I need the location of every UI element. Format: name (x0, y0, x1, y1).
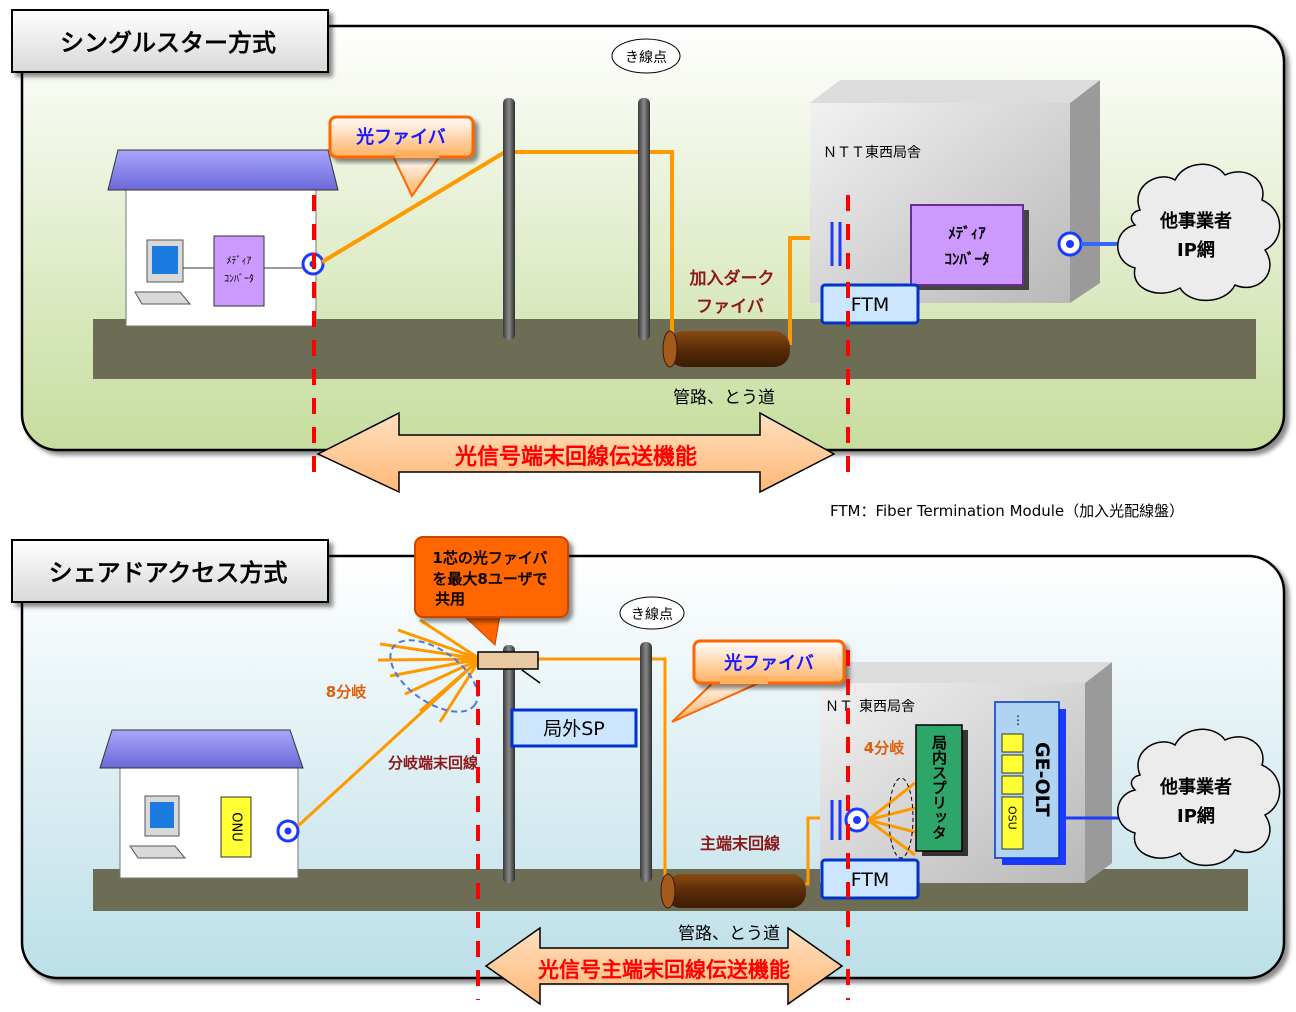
bottom-arrow-label: 光信号主端末回線伝送機能 (537, 958, 790, 982)
top-double-arrow (316, 411, 836, 494)
bottom-office-label-rest: 東西局舎 (859, 699, 915, 715)
bottom-ftm-label: FTM (851, 869, 890, 891)
sharing-callout: 1芯の光ファイバ を最大8ユーザで 共用 (414, 536, 569, 647)
bottom-pole-1 (503, 645, 515, 883)
top-conduit-pipe (668, 331, 790, 367)
outside-sp-box (510, 708, 638, 748)
split4-label: 4分岐 (864, 739, 905, 757)
branch-line (296, 657, 482, 828)
office-converter-line1: ﾒﾃﾞｨｱ (948, 224, 986, 242)
inner-splitter-label: 局内スプリッタ (930, 735, 948, 840)
bottom-pole-label-bubble (619, 596, 685, 630)
house-converter-line2: ｺﾝﾊﾞｰﾀ (224, 273, 254, 285)
outside-sp-label: 局外SP (543, 718, 605, 740)
top-title: シングルスター方式 (60, 29, 276, 57)
pc-icon (134, 239, 192, 305)
top-pole-label-bubble (611, 38, 681, 74)
top-title-box (11, 9, 329, 73)
callout-line1: 1芯の光ファイバ (432, 549, 547, 567)
olt-dots: ⋮ (1012, 713, 1024, 727)
top-conduit-label: 管路、とう道 (673, 388, 775, 408)
bottom-cloud-line1: 他事業者 (1159, 776, 1232, 798)
split8-label: 8分岐 (326, 683, 367, 701)
split4-ellipse (888, 777, 914, 859)
bottom-title-box (11, 539, 329, 603)
office-converter-line2: ｺﾝﾊﾞｰﾀ (944, 250, 989, 268)
top-house: ﾒﾃﾞｨｱ ｺﾝﾊﾞｰﾀ (107, 149, 339, 327)
split-highlight-ellipse (389, 639, 479, 713)
dark-fiber-line2: ファイバ (696, 297, 764, 317)
house-converter-line1: ﾒﾃﾞｨｱ (227, 255, 252, 267)
osu-label: OSU (1006, 806, 1019, 830)
bottom-house: ONU (99, 729, 304, 879)
top-pole-label: き線点 (625, 50, 667, 66)
pole-1 (503, 98, 515, 340)
olt-label: GE-OLT (1031, 742, 1053, 817)
top-ftm-label: FTM (851, 294, 890, 316)
onu-box (220, 796, 252, 858)
main-line-label: 主端末回線 (700, 834, 780, 853)
osu-slot-4 (1001, 796, 1024, 850)
bottom-fiber-callout-text: 光ファイバ (723, 652, 814, 674)
top-fiber-callout: 光ファイバ (328, 115, 475, 198)
office-media-converter (910, 204, 1024, 286)
onu-label: ONU (229, 812, 244, 841)
house-media-converter (213, 235, 265, 307)
four-way-split-lines (867, 781, 916, 857)
osu-slot-2 (1001, 754, 1024, 774)
osu-slot-3 (1001, 775, 1024, 795)
callout-line2: を最大8ユーザで (432, 570, 547, 588)
osu-slot-1 (1001, 733, 1024, 753)
ftm-footnote: FTM：Fiber Termination Module（加入光配線盤） (830, 502, 1185, 520)
bottom-fiber-callout: 光ファイバ (671, 639, 846, 723)
top-arrow-label: 光信号端末回線伝送機能 (454, 444, 697, 470)
top-cloud-icon (1117, 163, 1281, 302)
callout-line3: 共用 (435, 590, 465, 608)
pole-2 (638, 98, 650, 340)
bottom-cloud-icon (1117, 728, 1281, 867)
top-office-label: ＮＴＴ東西局舎 (823, 145, 921, 161)
inner-splitter (915, 724, 963, 852)
single-star-section: ﾒﾃﾞｨｱ ｺﾝﾊﾞｰﾀ き線点 管路、とう道 加入ダーク ファイバ 光ファイバ (11, 9, 1286, 494)
shared-access-section: ONU 8分岐 分岐端末回線 局外SP (11, 536, 1286, 1006)
top-fiber-callout-text: 光ファイバ (355, 126, 446, 148)
dark-fiber-line1: 加入ダーク (689, 268, 775, 289)
bottom-pole-2 (640, 642, 652, 882)
bottom-cloud-line2: IP網 (1177, 805, 1215, 827)
bottom-conduit-pipe (666, 874, 806, 908)
top-cloud-line1: 他事業者 (1159, 210, 1232, 232)
top-cloud-line2: IP網 (1177, 239, 1215, 261)
pc-icon (129, 795, 187, 859)
bottom-double-arrow (484, 926, 844, 1006)
branch-line-label: 分岐端末回線 (388, 754, 478, 772)
bottom-conduit-label: 管路、とう道 (678, 924, 780, 944)
bottom-title: シェアドアクセス方式 (49, 559, 288, 587)
outside-splitter (477, 651, 539, 670)
bottom-pole-label: き線点 (631, 607, 673, 623)
